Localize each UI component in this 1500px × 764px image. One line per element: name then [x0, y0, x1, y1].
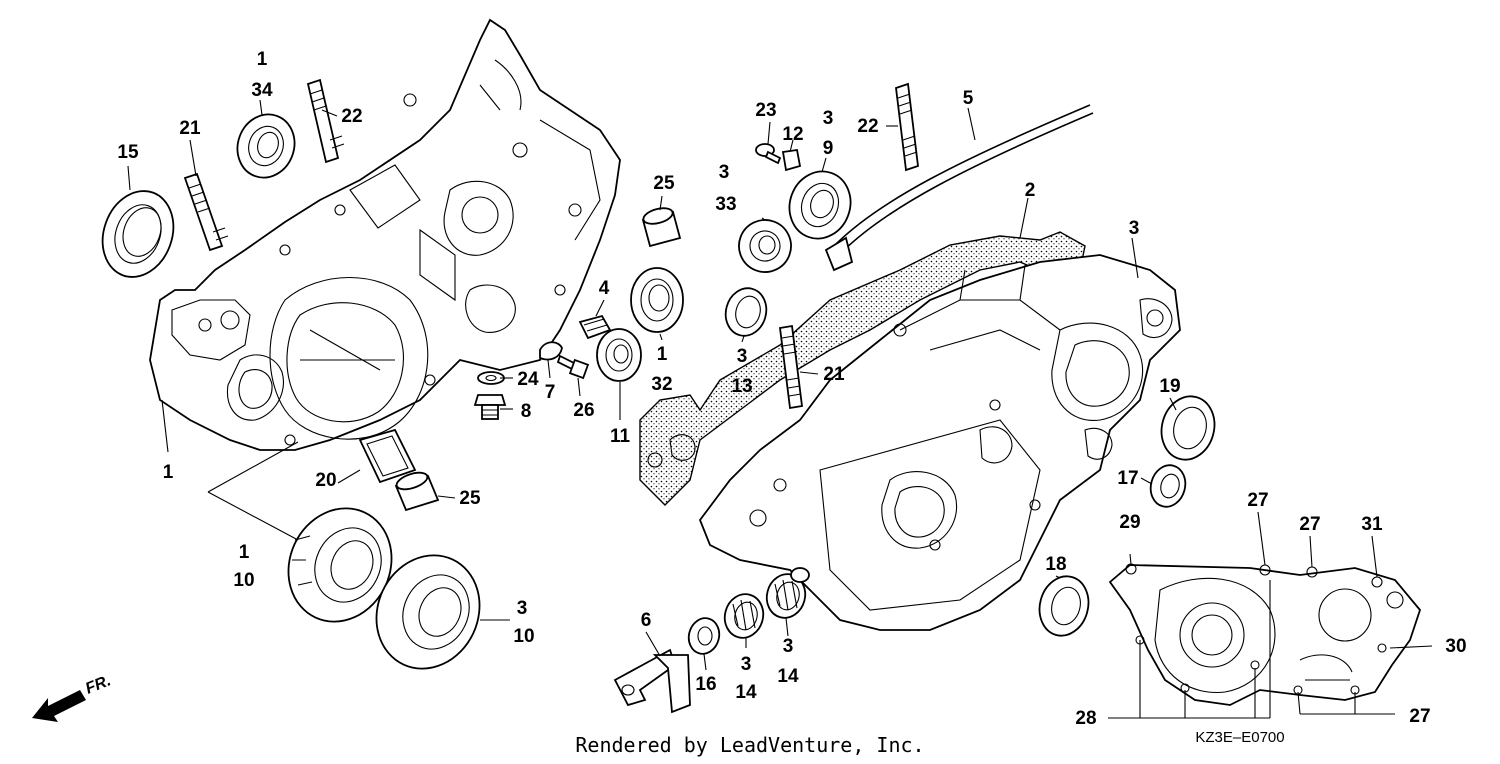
oil-seal-19	[1160, 395, 1216, 461]
dowel-25-lower	[394, 471, 440, 512]
callout-1: 1	[657, 344, 668, 365]
callout-33: 33	[715, 194, 736, 215]
callout-18: 18	[1045, 554, 1066, 575]
oil-seal-17	[1149, 464, 1187, 508]
callout-5: 5	[963, 88, 974, 109]
bolt-23	[755, 143, 782, 165]
callout-1: 1	[257, 49, 268, 70]
callout-22: 22	[857, 116, 878, 137]
clip-12	[781, 148, 802, 172]
callout-26: 26	[573, 400, 594, 421]
bolt-26	[556, 354, 590, 380]
credit-text: Rendered by LeadVenture, Inc.	[575, 733, 924, 757]
callout-7: 7	[545, 382, 556, 403]
callout-19: 19	[1159, 376, 1180, 397]
callout-3: 3	[1129, 218, 1140, 239]
bracket-6	[613, 648, 691, 714]
front-direction-label: FR.	[83, 672, 113, 697]
washer-16	[687, 617, 721, 655]
callout-27: 27	[1247, 490, 1268, 511]
figure-code: KZ3E–E0700	[1195, 729, 1284, 746]
callout-27: 27	[1409, 706, 1430, 727]
needle-bearing-14-a	[723, 593, 765, 639]
stud-bolt-21-right	[778, 324, 804, 410]
callout-32: 32	[651, 374, 672, 395]
callout-23: 23	[755, 100, 776, 121]
callout-9: 9	[823, 138, 834, 159]
leader-lines	[127, 99, 1433, 719]
o-ring-20	[358, 428, 417, 484]
dowel-ring	[790, 567, 810, 583]
callout-30: 30	[1445, 636, 1466, 657]
bearing-33	[738, 219, 792, 273]
callout-10: 10	[513, 626, 534, 647]
right-crankcase-half	[698, 254, 1181, 631]
breather-tube-5	[824, 104, 1094, 272]
callout-20: 20	[315, 470, 336, 491]
reed-4	[578, 314, 612, 340]
callout-3: 3	[719, 162, 730, 183]
dowel-25-upper	[641, 207, 682, 248]
callout-27: 27	[1299, 514, 1320, 535]
bearing-34	[236, 113, 296, 179]
needle-bearing-13	[724, 287, 768, 337]
callout-3: 3	[517, 598, 528, 619]
callout-17: 17	[1117, 468, 1138, 489]
oil-seal-15	[101, 190, 175, 278]
callout-24: 24	[517, 369, 539, 390]
callout-22: 22	[341, 106, 362, 127]
callout-16: 16	[695, 674, 716, 695]
callout-6: 6	[641, 610, 652, 631]
callout-28: 28	[1075, 708, 1096, 729]
callout-25: 25	[459, 488, 481, 509]
stud-bolt-22-right	[895, 82, 919, 172]
callout-13: 13	[731, 376, 752, 397]
oil-seal-18	[1038, 575, 1090, 637]
bearing-11	[596, 328, 642, 382]
stud-bolt-21-left	[183, 172, 229, 252]
callout-12: 12	[782, 124, 803, 145]
bearing-32	[630, 267, 684, 333]
callout-labels: 1 34 21 22 15 1 4 24 7 26 8 25 1 32 11 2…	[117, 49, 1466, 729]
callout-21: 21	[179, 118, 201, 139]
crankcase-cover-gasket	[1108, 563, 1422, 706]
left-crankcase-half	[149, 18, 621, 451]
callout-10: 10	[233, 570, 254, 591]
callout-3: 3	[823, 108, 834, 129]
callout-3: 3	[783, 636, 794, 657]
callout-29: 29	[1119, 512, 1140, 533]
bearing-10-b	[375, 554, 481, 670]
callout-8: 8	[521, 401, 532, 422]
callout-21: 21	[823, 364, 845, 385]
callout-3: 3	[737, 346, 748, 367]
callout-1: 1	[239, 542, 250, 563]
callout-14: 14	[735, 682, 757, 703]
callout-11: 11	[610, 426, 631, 447]
front-direction-arrow-icon	[32, 690, 86, 722]
callout-15: 15	[117, 142, 139, 163]
callout-25: 25	[653, 173, 675, 194]
callout-3: 3	[741, 654, 752, 675]
stud-bolt-22-left	[306, 78, 345, 164]
shim-7	[539, 341, 563, 361]
callout-2: 2	[1025, 180, 1036, 201]
callout-4: 4	[599, 278, 610, 299]
callout-34: 34	[251, 80, 273, 101]
callout-1: 1	[163, 462, 174, 483]
callout-14: 14	[777, 666, 799, 687]
callout-31: 31	[1361, 514, 1383, 535]
drain-bolt-8	[473, 394, 507, 420]
needle-bearing-14-b	[765, 573, 807, 619]
bearing-9	[788, 170, 852, 240]
